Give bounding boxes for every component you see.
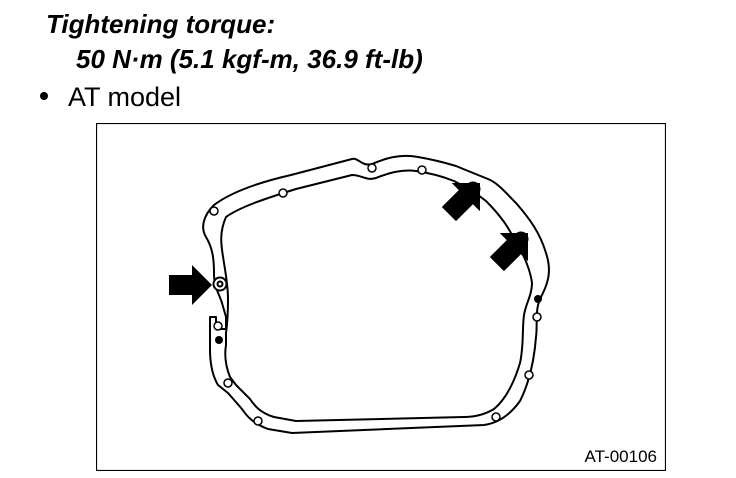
bolt-hole bbox=[491, 412, 501, 422]
torque-heading: Tightening torque: bbox=[46, 9, 276, 39]
dowel-pin bbox=[215, 336, 223, 344]
gasket-figure: AT-00106 bbox=[96, 123, 666, 471]
bullet-item-at-model: AT model bbox=[40, 81, 181, 113]
gasket-outer-outline bbox=[202, 154, 550, 434]
gasket-inner-outline bbox=[220, 169, 533, 422]
bolt-hole bbox=[278, 188, 288, 198]
bolt-holes bbox=[209, 163, 542, 426]
bullet-label: AT model bbox=[68, 82, 182, 112]
arrow-icon bbox=[489, 233, 528, 272]
arrow-icon bbox=[169, 265, 212, 305]
bolt-hole bbox=[253, 416, 263, 426]
torque-value: 50 N·m (5.1 kgf-m, 36.9 ft-lb) bbox=[76, 44, 423, 74]
bolt-hole bbox=[417, 165, 427, 175]
bolt-hole bbox=[213, 321, 223, 331]
arrow-icon bbox=[441, 183, 480, 222]
bolt-hole bbox=[223, 378, 233, 388]
figure-code: AT-00106 bbox=[585, 447, 657, 466]
bolt-hole bbox=[209, 206, 219, 216]
figure-frame bbox=[96, 123, 666, 471]
bullet-icon bbox=[40, 92, 48, 100]
bolt-hole bbox=[524, 370, 534, 380]
tightened-bolt bbox=[212, 276, 228, 292]
dowel-pin bbox=[534, 295, 542, 303]
bolt-hole bbox=[532, 312, 542, 322]
bolt-hole bbox=[367, 163, 377, 173]
dowel-pins bbox=[215, 295, 542, 344]
